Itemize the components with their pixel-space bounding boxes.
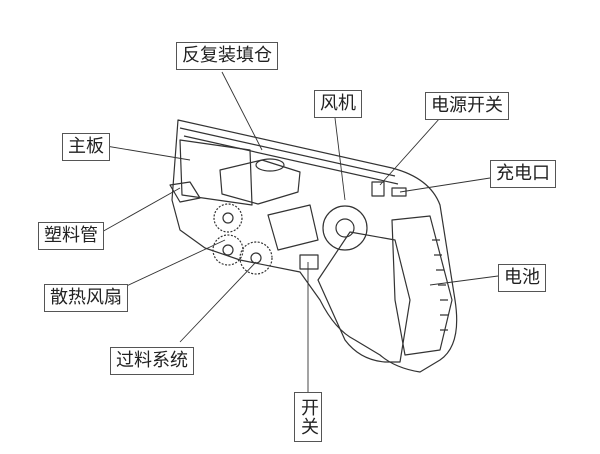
leader-lines — [99, 71, 499, 400]
leader-tube — [99, 187, 181, 234]
gear-top-hub — [222, 212, 234, 224]
gear-right — [239, 241, 273, 275]
label-plastic-tube: 塑料管 — [38, 222, 104, 250]
motor-cylinder — [267, 204, 319, 251]
charge-port-body — [391, 187, 407, 197]
refill-cap — [255, 158, 285, 172]
battery-ribs — [432, 239, 448, 331]
battery-shape — [391, 215, 453, 356]
leader-fan — [334, 117, 346, 201]
label-power-switch: 电源开关 — [425, 92, 509, 120]
fan-housing — [322, 205, 368, 251]
leader-refill — [221, 71, 263, 151]
switch-body — [299, 254, 319, 270]
gear-left — [212, 234, 244, 266]
label-mainboard: 主板 — [62, 133, 110, 161]
plastic-tube — [169, 181, 201, 203]
gear-left-hub — [222, 244, 234, 256]
handle-shape — [317, 231, 411, 363]
leader-cooling — [117, 239, 226, 291]
label-charge-port: 充电口 — [490, 160, 556, 188]
leader-mainboard — [99, 144, 191, 161]
gear-right-hub — [250, 252, 262, 264]
fan-hub — [335, 218, 355, 238]
mainboard-panel — [179, 139, 253, 206]
label-trigger-switch: 开关 — [294, 392, 322, 442]
label-cooling-fan: 散热风扇 — [44, 284, 128, 312]
housing-outline — [171, 119, 458, 373]
label-fan: 风机 — [314, 90, 362, 118]
leader-filter — [179, 261, 257, 343]
top-rail — [179, 127, 399, 185]
power-switch-body — [371, 181, 385, 197]
refill-chamber-shape — [219, 159, 301, 205]
leader-power — [379, 117, 441, 186]
label-refill-chamber: 反复装填仓 — [176, 42, 278, 70]
label-filter-system: 过料系统 — [110, 347, 194, 375]
gear-top — [213, 203, 243, 233]
label-battery: 电池 — [498, 264, 546, 292]
leader-battery — [429, 275, 499, 286]
leader-charge — [399, 177, 491, 193]
